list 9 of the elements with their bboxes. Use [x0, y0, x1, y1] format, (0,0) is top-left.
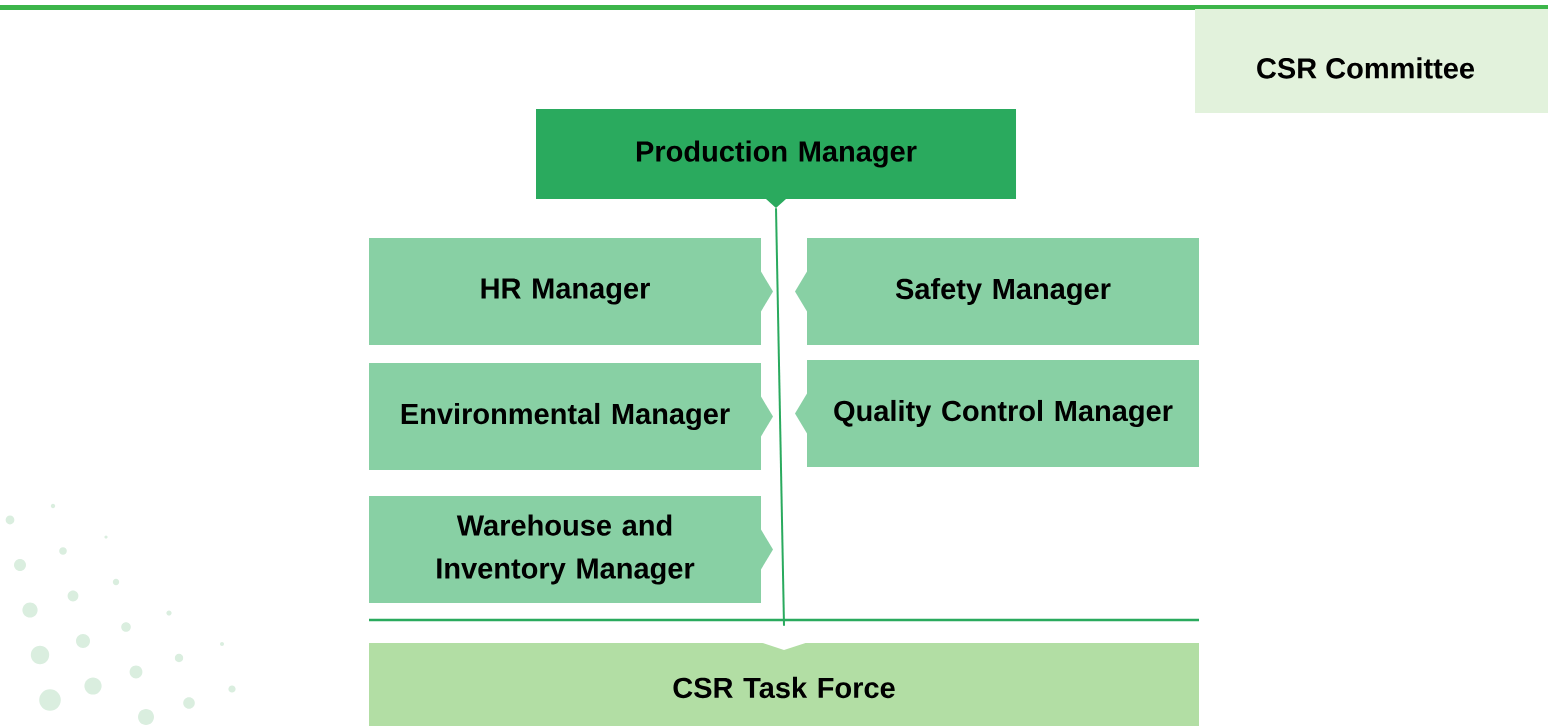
- task-force-box: CSR Task Force: [369, 637, 1199, 726]
- manager-box: Safety Manager: [795, 238, 1199, 345]
- committee-box: CSR Committee: [1195, 9, 1548, 113]
- manager-box: HR Manager: [369, 238, 773, 345]
- manager-box: Production Manager: [536, 109, 1016, 208]
- connector-line: [775, 207, 785, 627]
- manager-box: Warehouse and Inventory Manager: [369, 496, 773, 603]
- manager-box: Environmental Manager: [369, 363, 773, 470]
- manager-box: Quality Control Manager: [795, 360, 1199, 467]
